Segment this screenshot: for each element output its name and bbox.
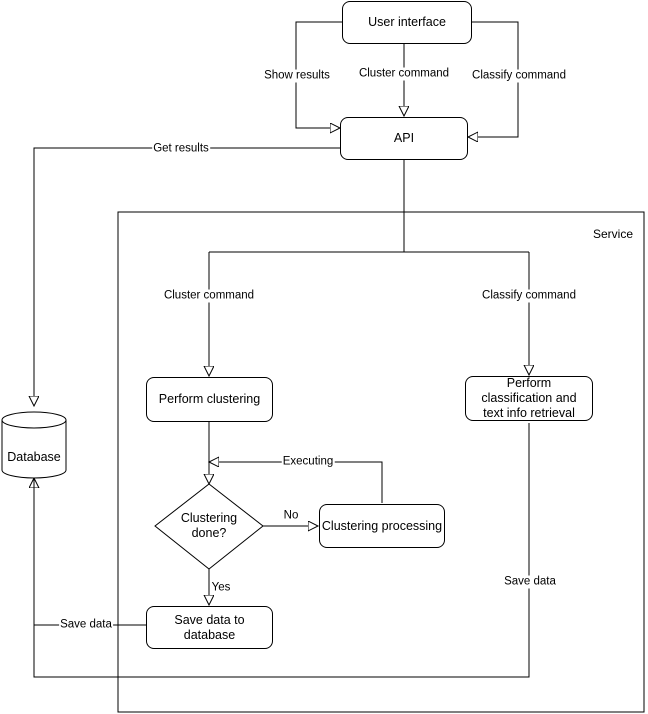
database-cylinder	[1, 411, 67, 479]
edge-save-data-left	[34, 478, 146, 626]
clustering-processing-node: Clustering processing	[319, 504, 445, 548]
label-cluster-command: Cluster command	[162, 289, 256, 303]
label-no: No	[282, 509, 300, 523]
user-interface-node: User interface	[342, 1, 472, 44]
label-classify-command: Classify command	[481, 289, 577, 303]
label-show-results: Show results	[263, 69, 331, 83]
perform-classification-node: Perform classification and text info ret…	[465, 376, 593, 421]
label-executing: Executing	[281, 455, 335, 469]
service-container	[117, 211, 645, 713]
label-save-data-right: Save data	[503, 575, 557, 589]
clustering-done-label: Clustering done?	[180, 511, 238, 540]
label-classify-command-top: Classify command	[471, 69, 567, 83]
database-label: Database	[7, 450, 61, 464]
api-node: API	[340, 117, 468, 160]
label-save-data-left: Save data	[59, 618, 113, 632]
service-label: Service	[593, 227, 634, 241]
label-get-results: Get results	[152, 142, 210, 156]
label-cluster-command-top: Cluster command	[357, 67, 451, 81]
perform-clustering-node: Perform clustering	[146, 377, 273, 422]
edge-executing	[209, 462, 383, 503]
edge-save-data-right	[33, 423, 530, 678]
decision-diamond	[154, 483, 264, 570]
save-data-to-database-node: Save data to database	[146, 606, 273, 649]
label-yes: Yes	[210, 581, 232, 595]
edge-get-results	[34, 147, 340, 406]
